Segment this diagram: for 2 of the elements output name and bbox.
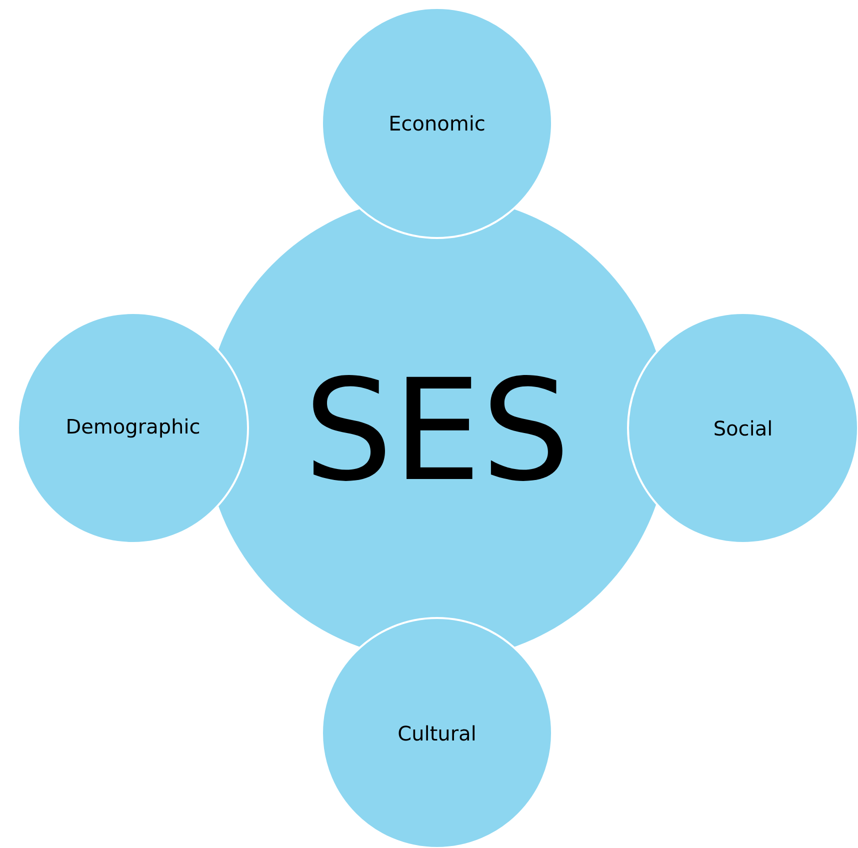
node-label: Cultural	[398, 725, 475, 741]
node-label: Social	[714, 420, 771, 436]
